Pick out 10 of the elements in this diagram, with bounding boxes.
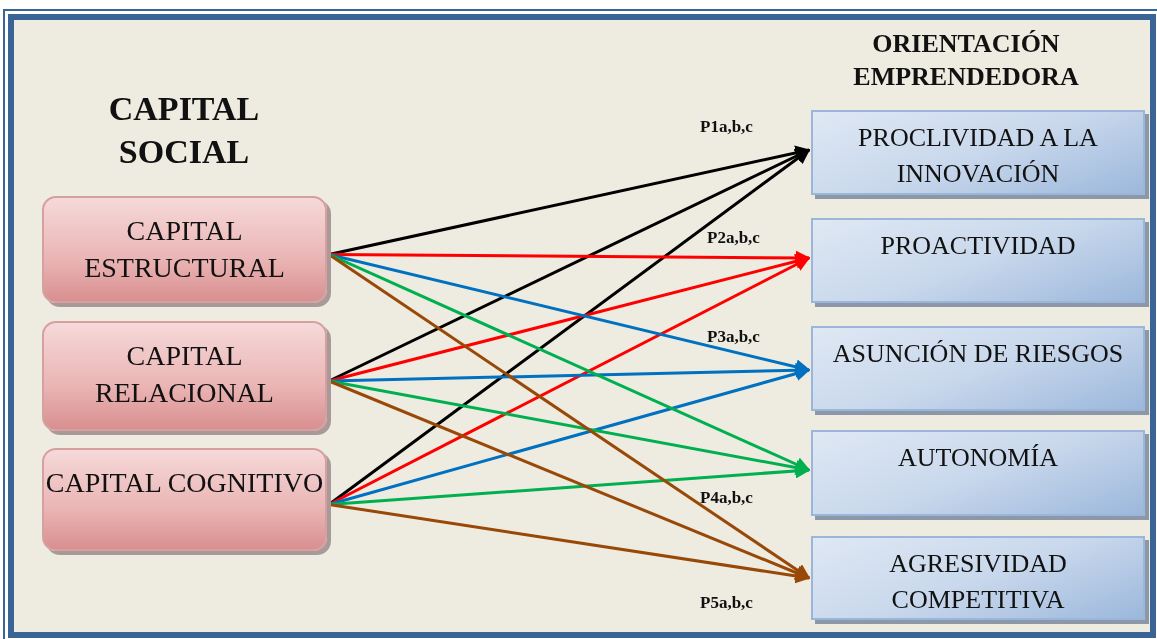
- hypothesis-label: P5a,b,c: [700, 593, 753, 613]
- hypothesis-label: P3a,b,c: [707, 327, 760, 347]
- heading: ORIENTACIÓN EMPRENDEDORA: [852, 28, 1080, 93]
- hypothesis-label: P4a,b,c: [700, 488, 753, 508]
- arrow: [328, 503, 811, 584]
- arrow: [328, 366, 811, 506]
- hypothesis-label: P2a,b,c: [707, 228, 760, 248]
- heading: CAPITAL SOCIAL: [107, 89, 261, 172]
- hypothesis-label: P1a,b,c: [700, 117, 753, 137]
- arrow: [328, 379, 811, 580]
